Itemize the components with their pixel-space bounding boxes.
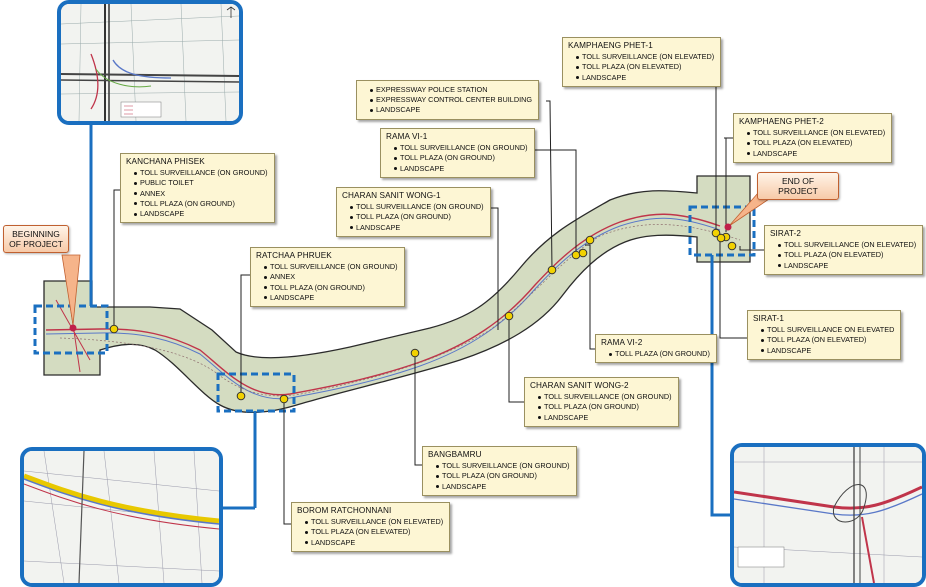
expressway-corridor [43,175,751,414]
station-marker-icon [504,311,514,321]
station-label-charan-sanit-wong-1: CHARAN SANIT WONG-1 TOLL SURVEILLANCE (O… [336,187,491,237]
inset-map-middle-drawing [24,451,219,583]
station-item: TOLL PLAZA (ON GROUND) [134,199,268,209]
station-marker-icon [578,248,588,258]
station-label-rama-vi-2: RAMA VI-2 TOLL PLAZA (ON GROUND) [595,334,717,364]
station-item: TOLL PLAZA (ON ELEVATED) [761,335,894,345]
inset-connector-right [710,255,731,517]
station-item: LANDSCAPE [761,346,894,356]
beginning-of-project-callout: BEGINNING OF PROJECT [3,225,69,253]
station-marker-icon [711,228,721,238]
station-item: TOLL PLAZA (ON GROUND) [609,349,710,359]
station-name: KANCHANA PHISEK [126,157,205,166]
station-name: CHARAN SANIT WONG-1 [342,191,441,200]
station-label-bangbamru: BANGBAMRU TOLL SURVEILLANCE (ON GROUND) … [422,446,577,496]
highlight-box-end [688,205,756,257]
station-item: LANDSCAPE [576,73,714,83]
station-label-kamphaeng-phet-1: KAMPHAENG PHET-1 TOLL SURVEILLANCE (ON E… [562,37,722,87]
station-name: SIRAT-2 [770,229,802,238]
station-item: TOLL SURVEILLANCE (ON ELEVATED) [305,517,443,527]
station-item: LANDSCAPE [305,538,443,548]
station-label-charan-sanit-wong-2: CHARAN SANIT WONG-2 TOLL SURVEILLANCE (O… [524,377,679,427]
station-name: CHARAN SANIT WONG-2 [530,381,629,390]
station-item: TOLL PLAZA (ON GROUND) [436,471,570,481]
station-label-kamphaeng-phet-2: KAMPHAENG PHET-2 TOLL SURVEILLANCE (ON E… [733,113,893,163]
station-label-sirat-1: SIRAT-1 TOLL SURVEILLANCE ON ELEVATED TO… [747,310,902,360]
inset-map-middle [20,447,223,587]
station-item: TOLL PLAZA (ON ELEVATED) [305,527,443,537]
station-item: LANDSCAPE [538,413,672,423]
station-marker-icon [716,233,726,243]
station-item: LANDSCAPE [747,149,885,159]
facility-item: EXPRESSWAY POLICE STATION [370,85,532,95]
start-marker-icon [69,324,77,332]
station-name: BANGBAMRU [428,450,482,459]
station-marker-icon [279,394,289,404]
station-item: TOLL SURVEILLANCE (ON ELEVATED) [778,240,916,250]
station-label-ratchaa-phruek: RATCHAA PHRUEK TOLL SURVEILLANCE (ON GRO… [250,247,405,308]
station-item: LANDSCAPE [350,223,484,233]
station-item: TOLL PLAZA (ON GROUND) [350,212,484,222]
station-marker-icon [727,241,737,251]
station-marker-icon [547,265,557,275]
station-name: RAMA VI-1 [386,132,428,141]
inset-map-end-drawing [734,447,922,583]
station-item: TOLL SURVEILLANCE (ON GROUND) [134,168,268,178]
station-label-borom-ratchonnani: BOROM RATCHONNANI TOLL SURVEILLANCE (ON … [291,502,451,552]
station-item: TOLL SURVEILLANCE (ON GROUND) [538,392,672,402]
station-marker-icon [236,391,246,401]
station-item: TOLL PLAZA (ON GROUND) [538,402,672,412]
station-item: TOLL PLAZA (ON GROUND) [264,283,398,293]
station-item: LANDSCAPE [134,209,268,219]
station-name: SIRAT-1 [753,314,785,323]
station-item: LANDSCAPE [778,261,916,271]
station-name: RATCHAA PHRUEK [256,251,332,260]
station-marker-icon [410,348,420,358]
station-marker-icon [571,250,581,260]
station-markers [109,228,737,404]
station-marker-icon [585,235,595,245]
start-pointer [61,254,81,326]
inset-map-end [730,443,926,587]
station-name: RAMA VI-2 [601,338,643,347]
station-label-rama-vi-1: RAMA VI-1 TOLL SURVEILLANCE (ON GROUND) … [380,128,535,178]
station-item: TOLL SURVEILLANCE ON ELEVATED [761,325,894,335]
station-item: TOLL SURVEILLANCE (ON GROUND) [436,461,570,471]
station-item: LANDSCAPE [264,293,398,303]
station-name: KAMPHAENG PHET-2 [739,117,824,126]
station-name: BOROM RATCHONNANI [297,506,392,515]
station-item: TOLL SURVEILLANCE (ON ELEVATED) [576,52,714,62]
route-line-3 [59,224,741,397]
highlight-box-middle [216,372,296,413]
station-item: LANDSCAPE [394,164,528,174]
end-marker-icon [724,223,732,231]
route-line-2 [45,217,721,400]
station-item: TOLL SURVEILLANCE (ON GROUND) [350,202,484,212]
facility-item: LANDSCAPE [370,105,532,115]
inset-map-start-drawing [61,4,239,121]
station-item: TOLL PLAZA (ON ELEVATED) [576,62,714,72]
station-item: ANNEX [134,189,268,199]
station-label-kanchana-phisek: KANCHANA PHISEK TOLL SURVEILLANCE (ON GR… [120,153,275,224]
route-line [45,213,721,396]
station-item: TOLL SURVEILLANCE (ON ELEVATED) [747,128,885,138]
station-name: KAMPHAENG PHET-1 [568,41,653,50]
station-item: LANDSCAPE [436,482,570,492]
station-marker-icon [109,324,119,334]
end-of-project-callout: END OF PROJECT [757,172,839,200]
facility-item: EXPRESSWAY CONTROL CENTER BUILDING [370,95,532,105]
station-item: TOLL PLAZA (ON ELEVATED) [747,138,885,148]
facility-label-police-control-center: EXPRESSWAY POLICE STATION EXPRESSWAY CON… [356,80,540,120]
station-item: TOLL SURVEILLANCE (ON GROUND) [394,143,528,153]
station-item: ANNEX [264,272,398,282]
station-item: TOLL PLAZA (ON GROUND) [394,153,528,163]
station-item: TOLL PLAZA (ON ELEVATED) [778,250,916,260]
station-item: PUBLIC TOILET [134,178,268,188]
station-label-sirat-2: SIRAT-2 TOLL SURVEILLANCE (ON ELEVATED) … [764,225,924,275]
inset-map-start [57,0,243,125]
station-item: TOLL SURVEILLANCE (ON GROUND) [264,262,398,272]
